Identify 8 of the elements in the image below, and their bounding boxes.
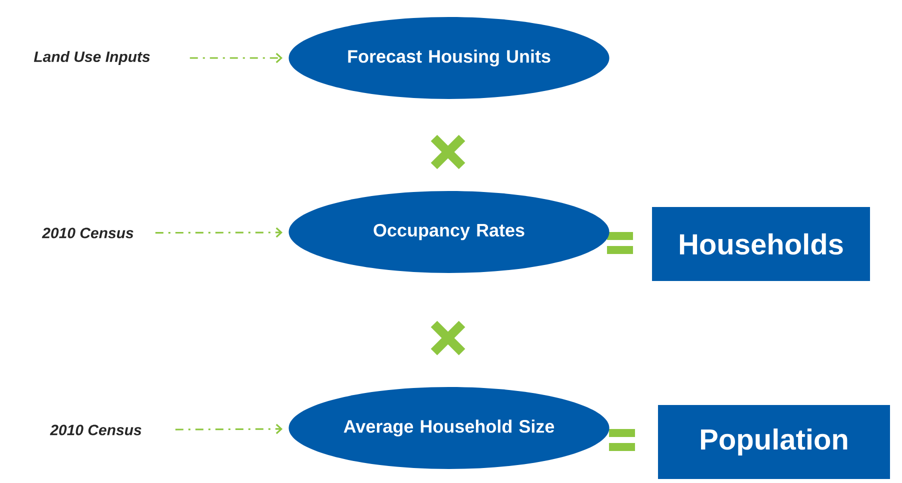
arrow [175,424,283,434]
arrow [190,52,283,64]
result-box: Households [652,207,870,281]
input-label: Land Use Inputs [34,51,150,65]
arrow [155,227,283,238]
input-label: 2010 Census [42,228,134,238]
input-label: 2010 Census [50,424,142,436]
result-box: Population [658,405,890,479]
